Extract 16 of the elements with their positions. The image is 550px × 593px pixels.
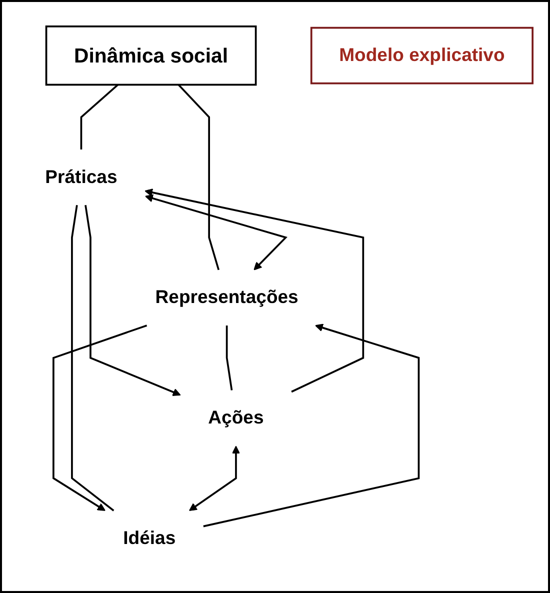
connector <box>178 84 220 270</box>
node-box: Dinâmica social <box>45 26 257 86</box>
node-box: Modelo explicativo <box>310 27 534 84</box>
node-text: Práticas <box>45 167 118 188</box>
connector <box>226 326 233 391</box>
arrow <box>52 324 148 512</box>
node-text: Ações <box>208 408 264 428</box>
node-text: Idéias <box>123 528 176 549</box>
connector <box>80 84 119 150</box>
connector <box>71 205 114 512</box>
arrow <box>84 205 181 396</box>
arrow <box>188 446 240 512</box>
arrow <box>203 324 420 528</box>
arrow <box>144 188 364 393</box>
node-text: Representações <box>155 288 298 308</box>
arrow <box>145 194 288 270</box>
